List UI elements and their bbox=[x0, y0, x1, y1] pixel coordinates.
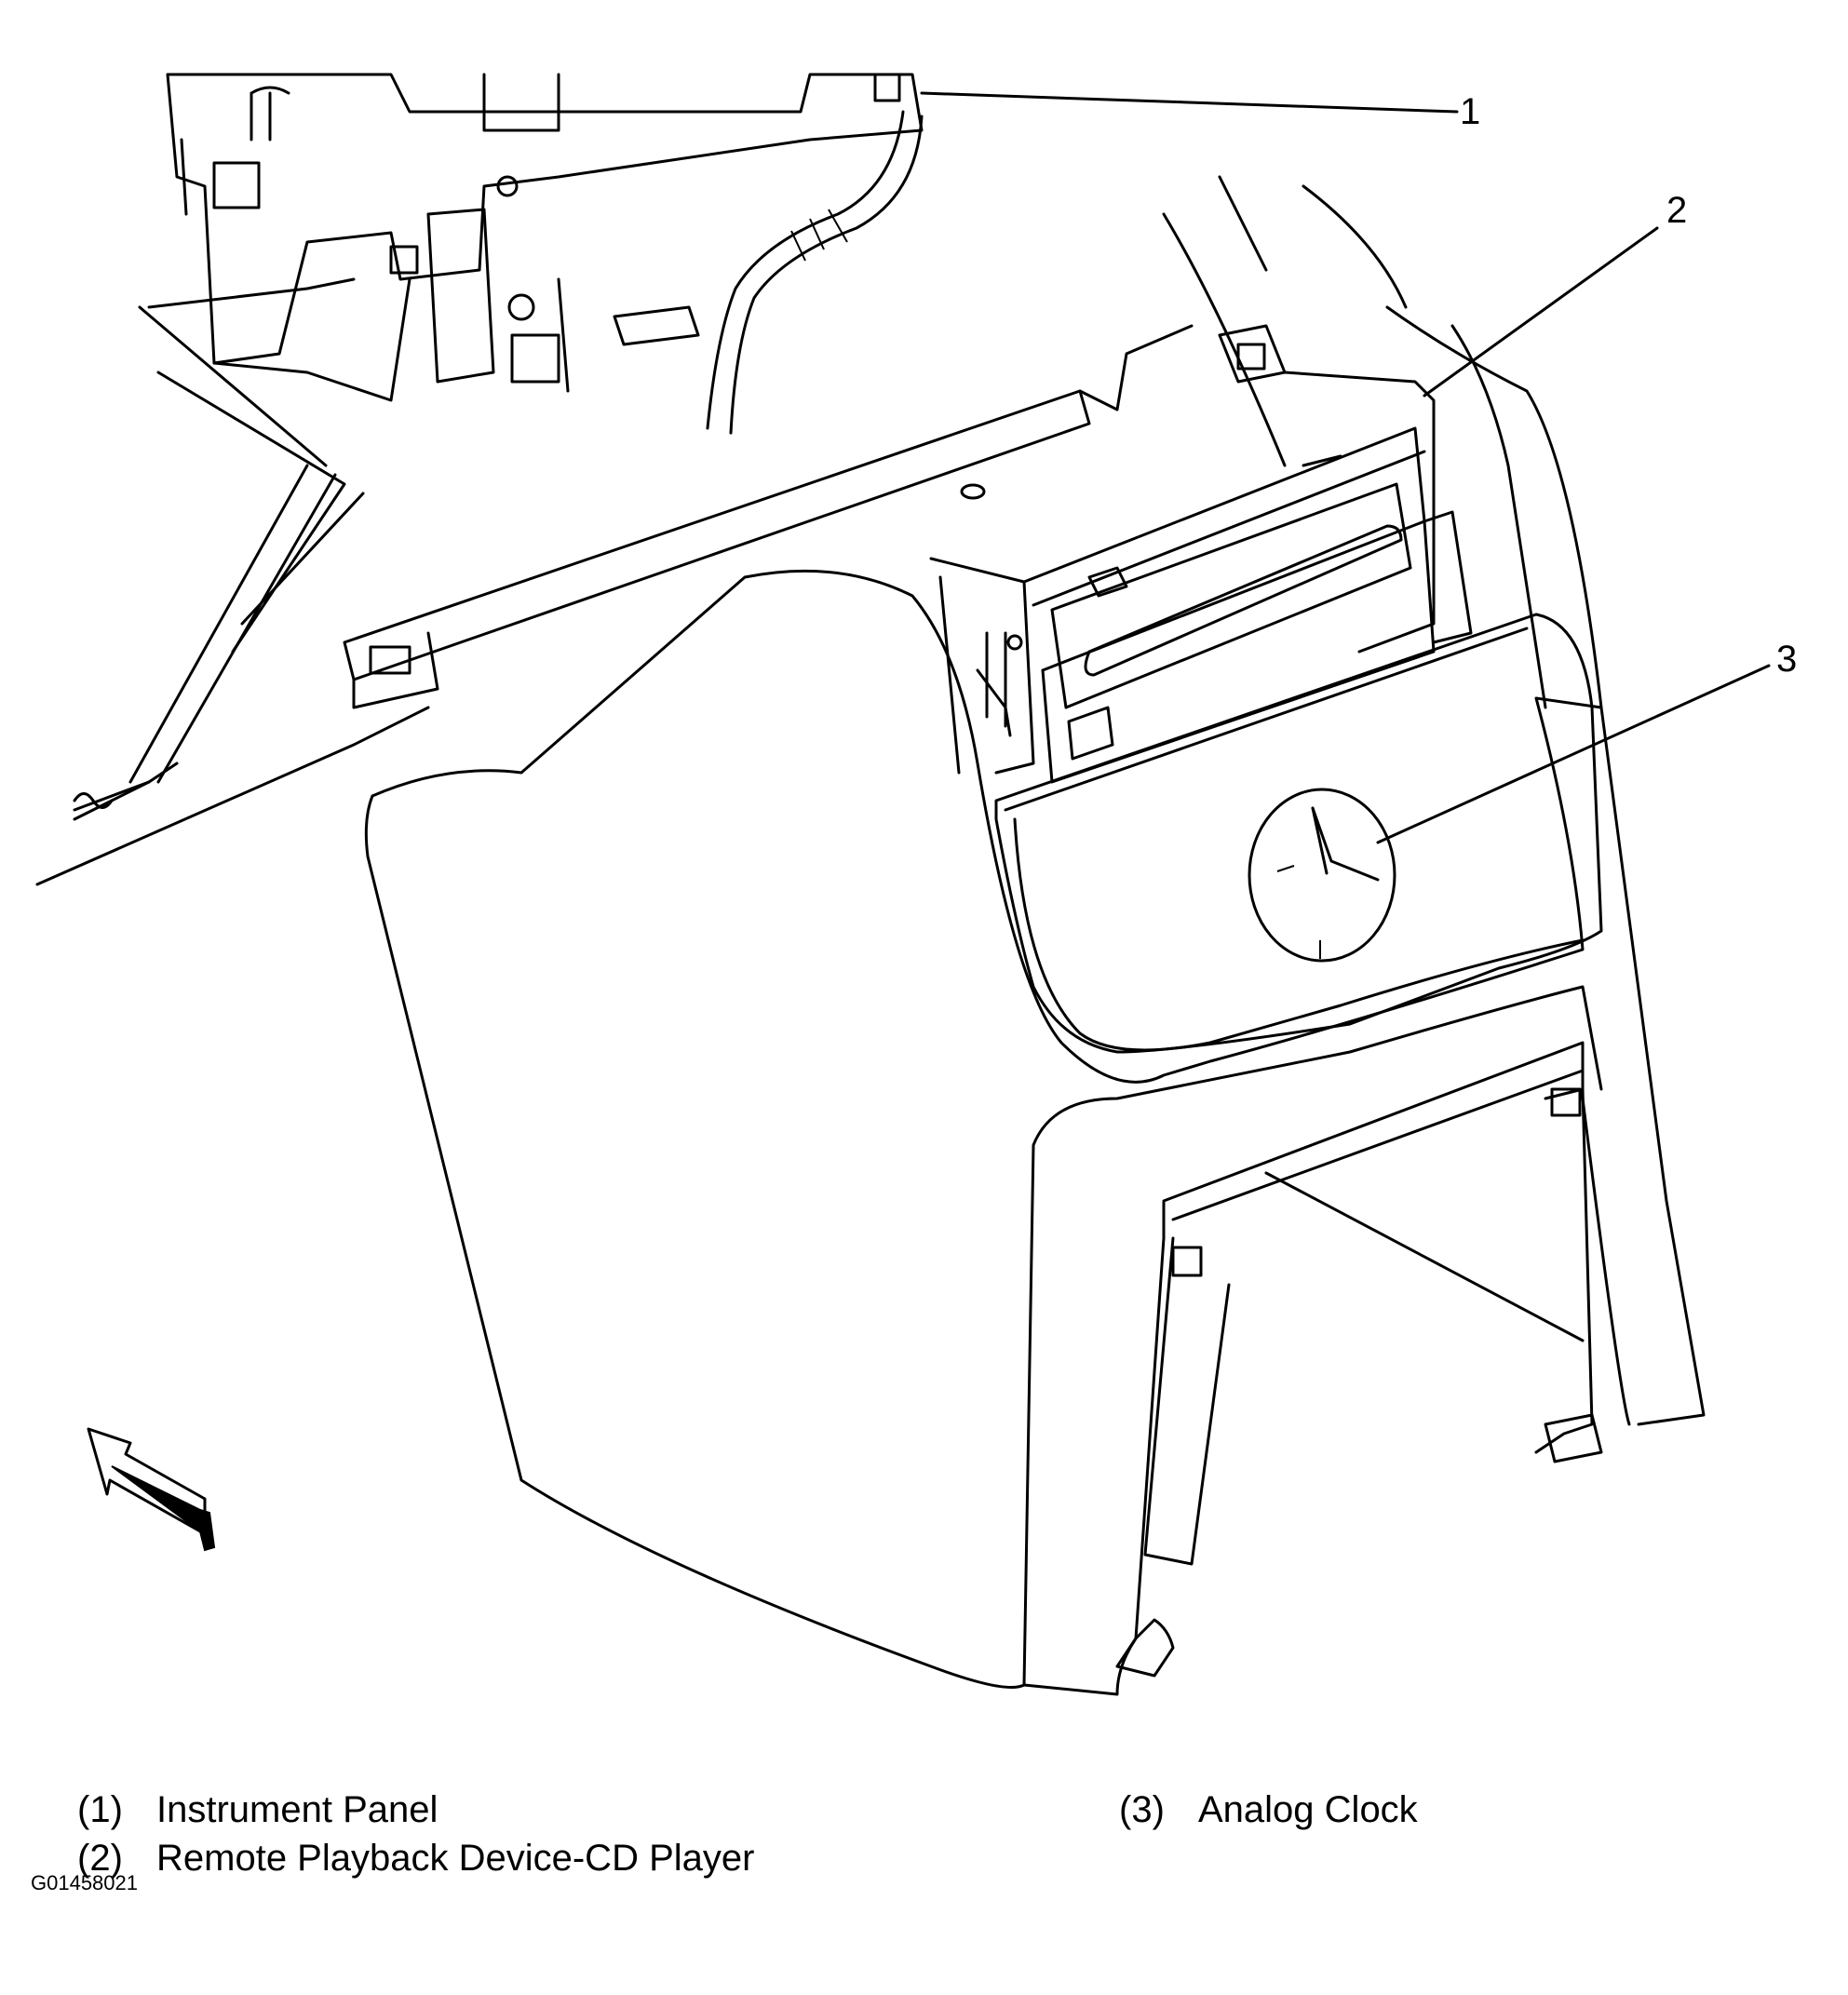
legend-number: (2) bbox=[77, 1838, 123, 1879]
cross-brace bbox=[343, 324, 1194, 709]
callout-1: 1 bbox=[1460, 91, 1481, 132]
legend-item-3: (3) Analog Clock bbox=[1119, 1789, 1418, 1830]
callout-2: 2 bbox=[1666, 190, 1688, 231]
legend-item-2: (2) Remote Playback Device-CD Player bbox=[77, 1838, 754, 1879]
legend-number: (3) bbox=[1119, 1789, 1165, 1830]
center-console bbox=[364, 569, 1631, 1696]
callout-leaders bbox=[920, 91, 1771, 844]
cd-player-unit bbox=[929, 371, 1473, 784]
legend-number: (1) bbox=[77, 1789, 123, 1830]
instrument-panel-structure bbox=[138, 73, 924, 654]
legend-item-1: (1) Instrument Panel bbox=[77, 1789, 438, 1830]
analog-clock bbox=[1248, 788, 1396, 963]
legend-label: Remote Playback Device-CD Player bbox=[156, 1838, 755, 1879]
direction-arrow-icon bbox=[87, 1427, 216, 1552]
wiring-harness bbox=[613, 110, 924, 435]
cd-player-clock-diagram bbox=[35, 73, 1771, 1696]
legend-label: Analog Clock bbox=[1198, 1789, 1418, 1830]
right-dash-edge bbox=[1162, 175, 1706, 1426]
figure-id: G01458021 bbox=[31, 1871, 138, 1894]
legend-label: Instrument Panel bbox=[156, 1789, 438, 1830]
callout-3: 3 bbox=[1776, 639, 1798, 680]
left-support bbox=[35, 464, 430, 886]
